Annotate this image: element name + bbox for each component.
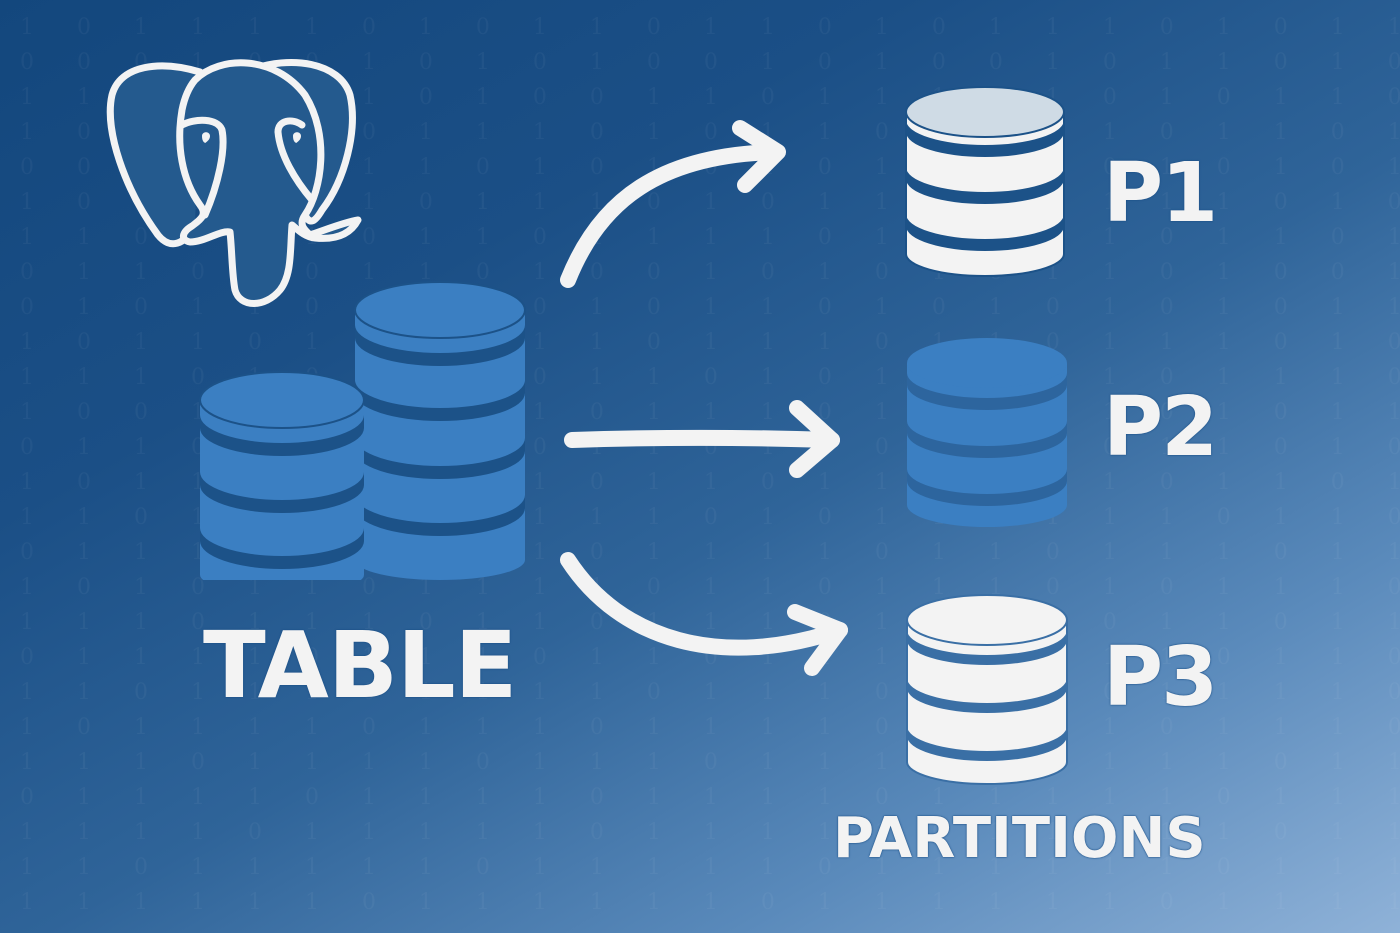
partition-p2-database-icon [907,338,1067,527]
table-label: TABLE [203,612,517,719]
arrow-to-p2-icon [564,429,840,448]
arrow-to-p3-icon [560,552,848,656]
partition-arrows [560,120,848,676]
partition-p1-label: P1 [1103,146,1218,241]
partition-p2-label: P2 [1103,380,1218,475]
database-stack-icon [199,281,526,580]
arrow-to-p1-icon [560,144,783,288]
postgresql-elephant-icon [106,58,362,307]
partition-p1-database-icon [905,86,1065,277]
partitions-caption: PARTITIONS [833,806,1206,871]
partition-p3-label: P3 [1103,630,1218,725]
partition-p3-database-icon [906,594,1068,785]
